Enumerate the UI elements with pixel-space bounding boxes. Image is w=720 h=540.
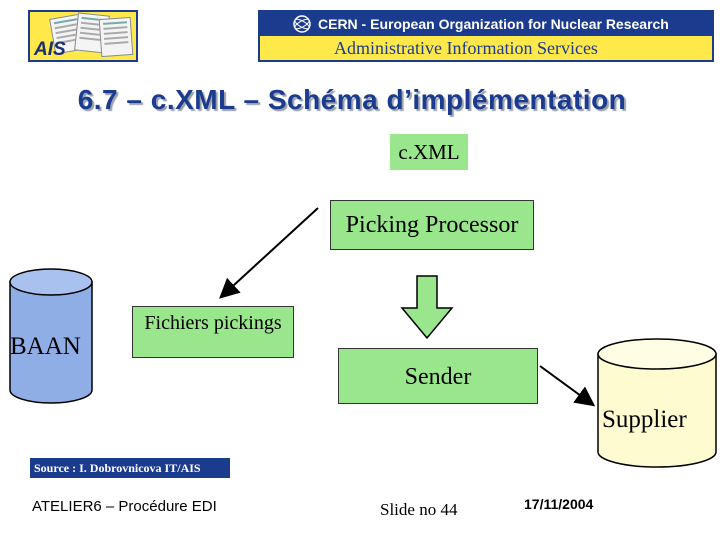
baan-label: BAAN bbox=[10, 333, 81, 360]
fichiers-pickings-box: Fichiers pickings bbox=[132, 306, 294, 358]
cern-logo-icon bbox=[293, 15, 311, 33]
picking-processor-box: Picking Processor bbox=[330, 200, 534, 250]
cern-banner: CERN - European Organization for Nuclear… bbox=[258, 10, 714, 62]
arrow-to-supplier bbox=[539, 365, 596, 407]
footer-slide-number: Slide no 44 bbox=[380, 500, 458, 519]
baan-cylinder bbox=[9, 268, 93, 404]
arrow-to-fichiers bbox=[219, 207, 319, 299]
footer-event: ATELIER6 – Procédure EDI bbox=[32, 498, 217, 515]
logo-text: AIS bbox=[34, 39, 66, 60]
banner-line1: CERN - European Organization for Nuclear… bbox=[260, 12, 712, 36]
footer-date: 17/11/2004 bbox=[524, 496, 594, 512]
supplier-cylinder bbox=[597, 338, 717, 468]
supplier-label: Supplier bbox=[602, 406, 687, 433]
slide-title: 6.7 – c.XML – Schéma d’implémentation bbox=[77, 84, 627, 115]
down-arrow-icon bbox=[400, 275, 454, 340]
banner-line2: Administrative Information Services bbox=[334, 38, 598, 58]
cxml-box: c.XML bbox=[390, 134, 468, 170]
source-note: Source : I. Dobrovnicova IT/AIS bbox=[30, 458, 230, 478]
ais-logo: AIS bbox=[28, 10, 138, 62]
sender-box: Sender bbox=[338, 348, 538, 404]
